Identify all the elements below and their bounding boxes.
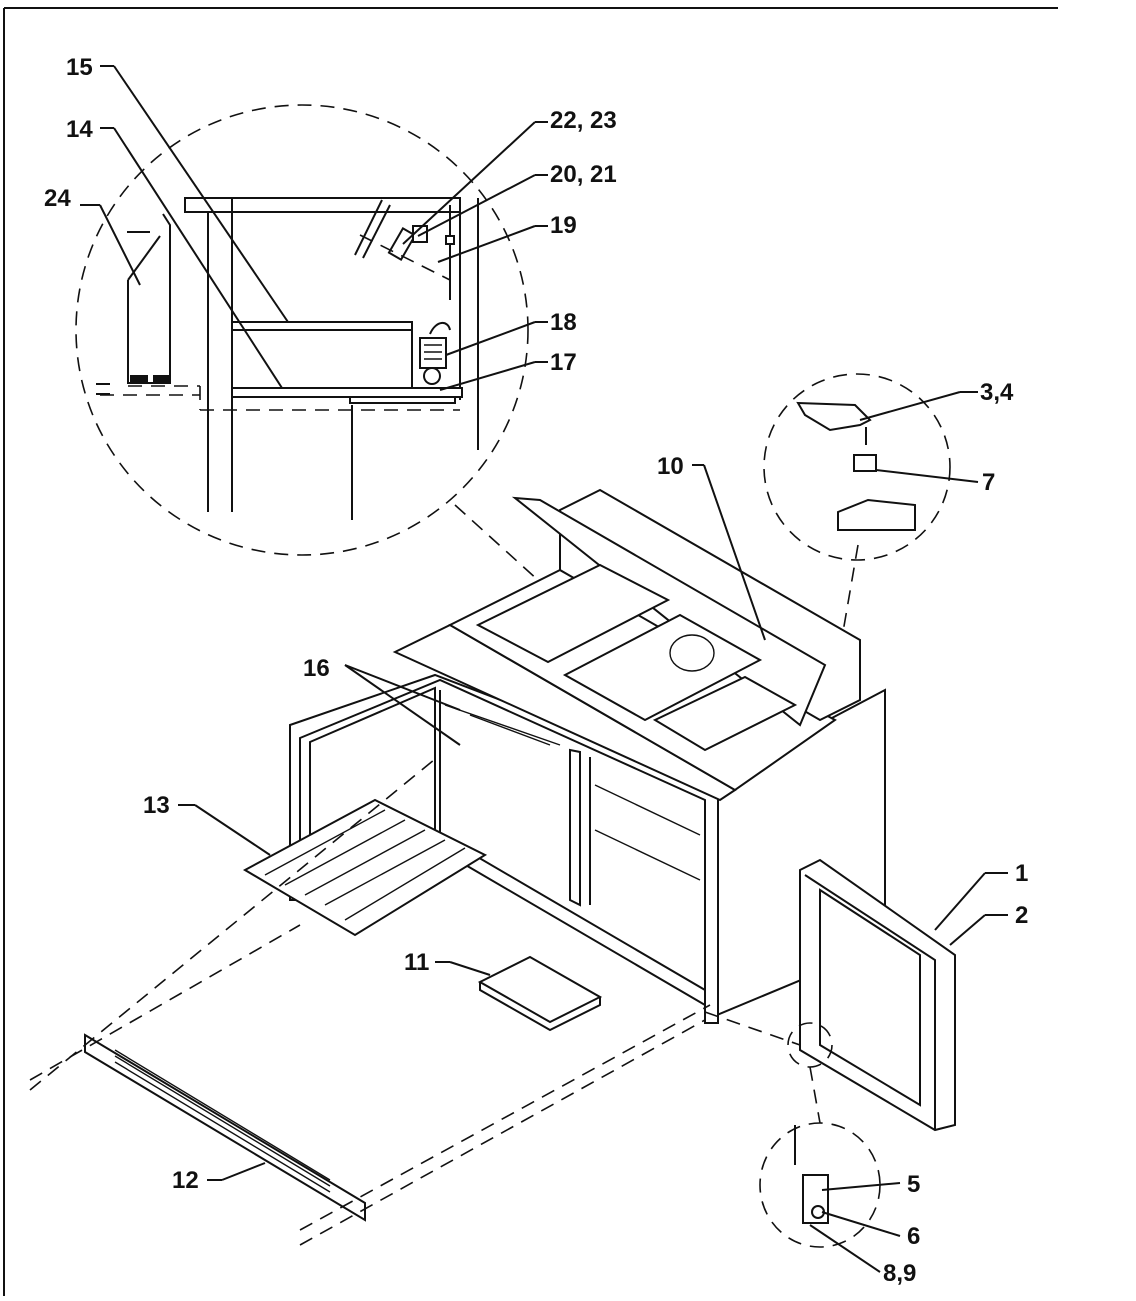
label-8-9: 8,9 (883, 1260, 916, 1287)
label-22-23: 22, 23 (550, 107, 617, 134)
label-10: 10 (657, 453, 684, 480)
detail-circle-refrigeration (75, 104, 561, 601)
label-17: 17 (550, 349, 577, 376)
label-16: 16 (303, 655, 330, 682)
label-11: 11 (404, 949, 429, 976)
wire-shelf (242, 798, 488, 937)
label-2: 2 (1015, 902, 1028, 929)
label-15: 15 (66, 54, 93, 81)
detail-circle-top-hinge (763, 373, 951, 813)
cabinet-body (289, 488, 886, 1024)
label-12: 12 (172, 1167, 199, 1194)
door-panel (799, 858, 956, 1132)
drain-pan (477, 955, 603, 1032)
label-1: 1 (1015, 860, 1028, 887)
label-3-4: 3,4 (980, 379, 1014, 406)
label-14: 14 (66, 116, 93, 143)
label-24: 24 (44, 185, 71, 212)
label-13: 13 (143, 792, 170, 819)
label-20-21: 20, 21 (550, 161, 617, 188)
label-7: 7 (982, 469, 995, 496)
front-grille (29, 754, 801, 1246)
label-6: 6 (907, 1223, 920, 1250)
page-frame (3, 7, 1058, 1296)
label-18: 18 (550, 309, 577, 336)
labels: 15 14 24 22, 23 20, 21 19 18 17 3,4 7 10… (44, 54, 1028, 1287)
label-19: 19 (550, 212, 577, 239)
label-5: 5 (907, 1171, 920, 1198)
